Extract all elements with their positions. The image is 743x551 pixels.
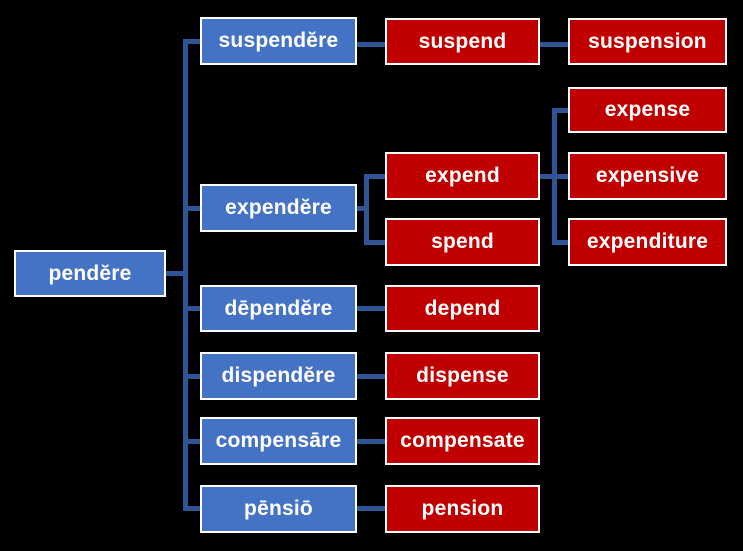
node-expensive: expensive bbox=[568, 152, 727, 200]
node-suspend: suspend bbox=[385, 18, 540, 65]
connector-bracket-expensive bbox=[557, 174, 568, 179]
connector-compensare-compensate bbox=[357, 439, 385, 444]
node-pendere: pendĕre bbox=[14, 250, 166, 297]
node-compensate: compensate bbox=[385, 417, 540, 465]
connector-dependere-depend bbox=[357, 306, 385, 311]
connector-trunk-dispendere bbox=[186, 374, 200, 379]
node-pension: pension bbox=[385, 485, 540, 533]
node-suspendere: suspendĕre bbox=[200, 17, 357, 65]
connector-expend-stub bbox=[540, 174, 554, 179]
connector-bracket-expense bbox=[557, 108, 568, 113]
node-compensare: compensāre bbox=[200, 417, 357, 465]
node-suspension: suspension bbox=[568, 18, 727, 65]
node-spend: spend bbox=[385, 218, 540, 266]
connector-bracket-expenditure bbox=[557, 240, 568, 245]
node-dispendere: dispendĕre bbox=[200, 352, 357, 400]
connector-bracket-expend bbox=[369, 174, 385, 179]
connector-expendere-bracket bbox=[364, 174, 369, 245]
node-expenditure: expenditure bbox=[568, 218, 727, 266]
connector-trunk-pensio bbox=[186, 506, 200, 511]
node-pensio: pēnsiō bbox=[200, 485, 357, 533]
connector-trunk-dependere bbox=[186, 306, 200, 311]
node-depend: depend bbox=[385, 285, 540, 332]
connector-trunk-suspendere bbox=[186, 39, 200, 44]
node-dispense: dispense bbox=[385, 352, 540, 400]
connector-pendere-trunk bbox=[166, 271, 188, 276]
connector-trunk-vertical bbox=[183, 39, 188, 511]
node-expend: expend bbox=[385, 152, 540, 200]
connector-bracket-spend bbox=[369, 240, 385, 245]
connector-suspendere-suspend bbox=[357, 42, 385, 47]
connector-pensio-pension bbox=[357, 506, 385, 511]
connector-expendere-stub bbox=[357, 206, 369, 211]
connector-suspend-suspension bbox=[540, 42, 568, 47]
connector-expend-bracket bbox=[552, 108, 557, 245]
node-expense: expense bbox=[568, 87, 727, 133]
connector-dispendere-dispense bbox=[357, 374, 385, 379]
connector-trunk-compensare bbox=[186, 439, 200, 444]
connector-trunk-expendere bbox=[186, 206, 200, 211]
node-expendere: expendĕre bbox=[200, 184, 357, 232]
node-dependere: dēpendĕre bbox=[200, 285, 357, 332]
